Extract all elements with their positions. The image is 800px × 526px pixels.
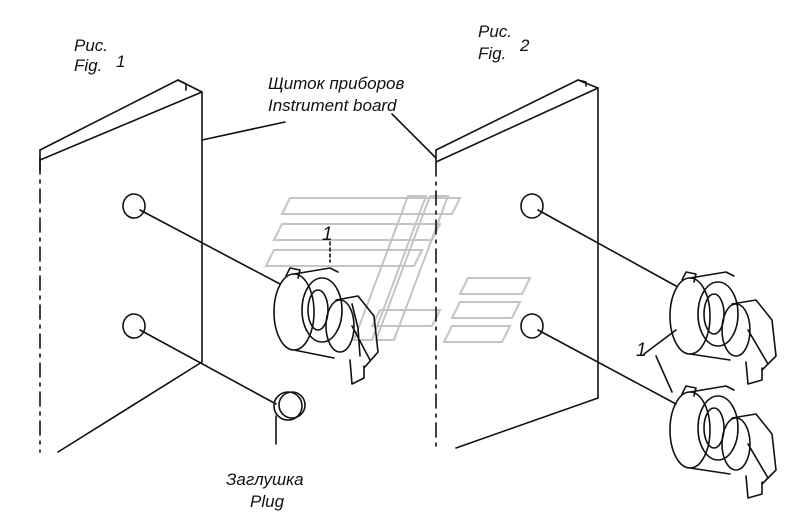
plug-icon xyxy=(273,391,306,421)
callout-fig1-item: 1 xyxy=(322,224,333,245)
fig2-number: 2 xyxy=(520,36,530,55)
switch-icon xyxy=(273,267,379,385)
callout-fig2-item: 1 xyxy=(636,340,647,361)
switch-icon xyxy=(669,385,777,499)
panel-fig2 xyxy=(435,79,599,449)
leader-board-fig1 xyxy=(201,121,286,141)
board-label-en: Instrument board xyxy=(268,96,397,115)
plug-label-en: Plug xyxy=(250,492,285,511)
fig1-label-ru: Рис. xyxy=(74,36,109,55)
board-label-ru: Щиток приборов xyxy=(268,74,405,93)
fig1-number: 1 xyxy=(116,52,126,71)
switch-icon xyxy=(669,271,777,385)
fig2-label-ru: Рис. xyxy=(478,22,513,41)
fig1-label-en: Fig. xyxy=(74,56,103,75)
leader-board-fig2 xyxy=(391,113,437,159)
plug-label-ru: Заглушка xyxy=(226,470,304,489)
fig2-label-en: Fig. xyxy=(478,44,507,63)
panel-fig1 xyxy=(39,79,203,453)
